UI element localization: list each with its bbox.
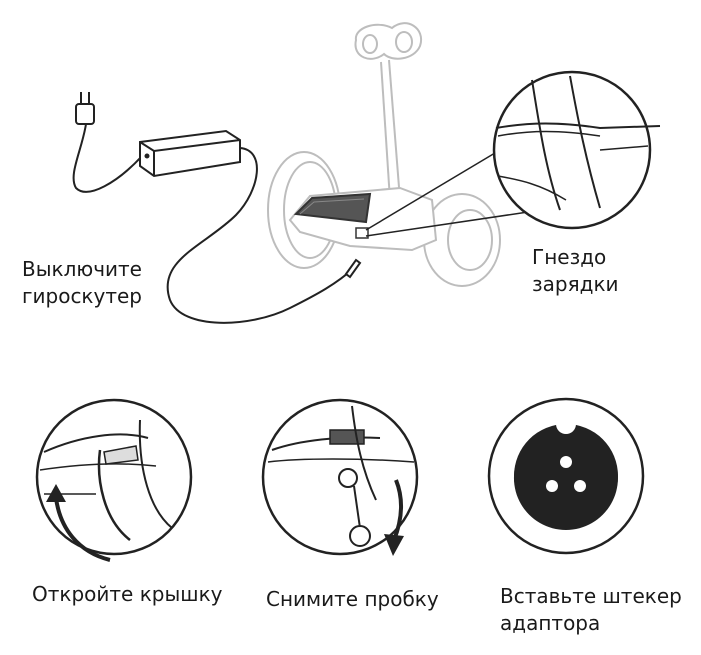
open-cover-label: Откройте крышку xyxy=(32,581,223,608)
charging-port-label: Гнездо зарядки xyxy=(532,244,619,298)
remove-plug-label: Снимите пробку xyxy=(266,586,439,613)
charger-adapter xyxy=(72,92,362,324)
open-cover-detail xyxy=(35,398,193,562)
socket-detail xyxy=(487,397,645,555)
open-cover-text: Откройте крышку xyxy=(32,582,223,606)
insert-plug-line-1: Вставьте штекер xyxy=(500,584,682,608)
callout-pointer xyxy=(365,149,529,237)
insert-plug-line-2: адаптора xyxy=(500,611,601,635)
insert-plug-label: Вставьте штекер адаптора xyxy=(500,583,682,637)
remove-plug-detail xyxy=(261,398,419,556)
charging-port-line-1: Гнездо xyxy=(532,245,607,269)
remove-plug-text: Снимите пробку xyxy=(266,587,439,611)
scooter xyxy=(267,22,501,287)
charging-port-detail xyxy=(492,70,661,230)
power-off-line-2: гироскутер xyxy=(22,284,142,308)
power-off-line-1: Выключите xyxy=(22,257,142,281)
power-off-label: Выключите гироскутер xyxy=(22,256,142,310)
charging-port-line-2: зарядки xyxy=(532,272,619,296)
